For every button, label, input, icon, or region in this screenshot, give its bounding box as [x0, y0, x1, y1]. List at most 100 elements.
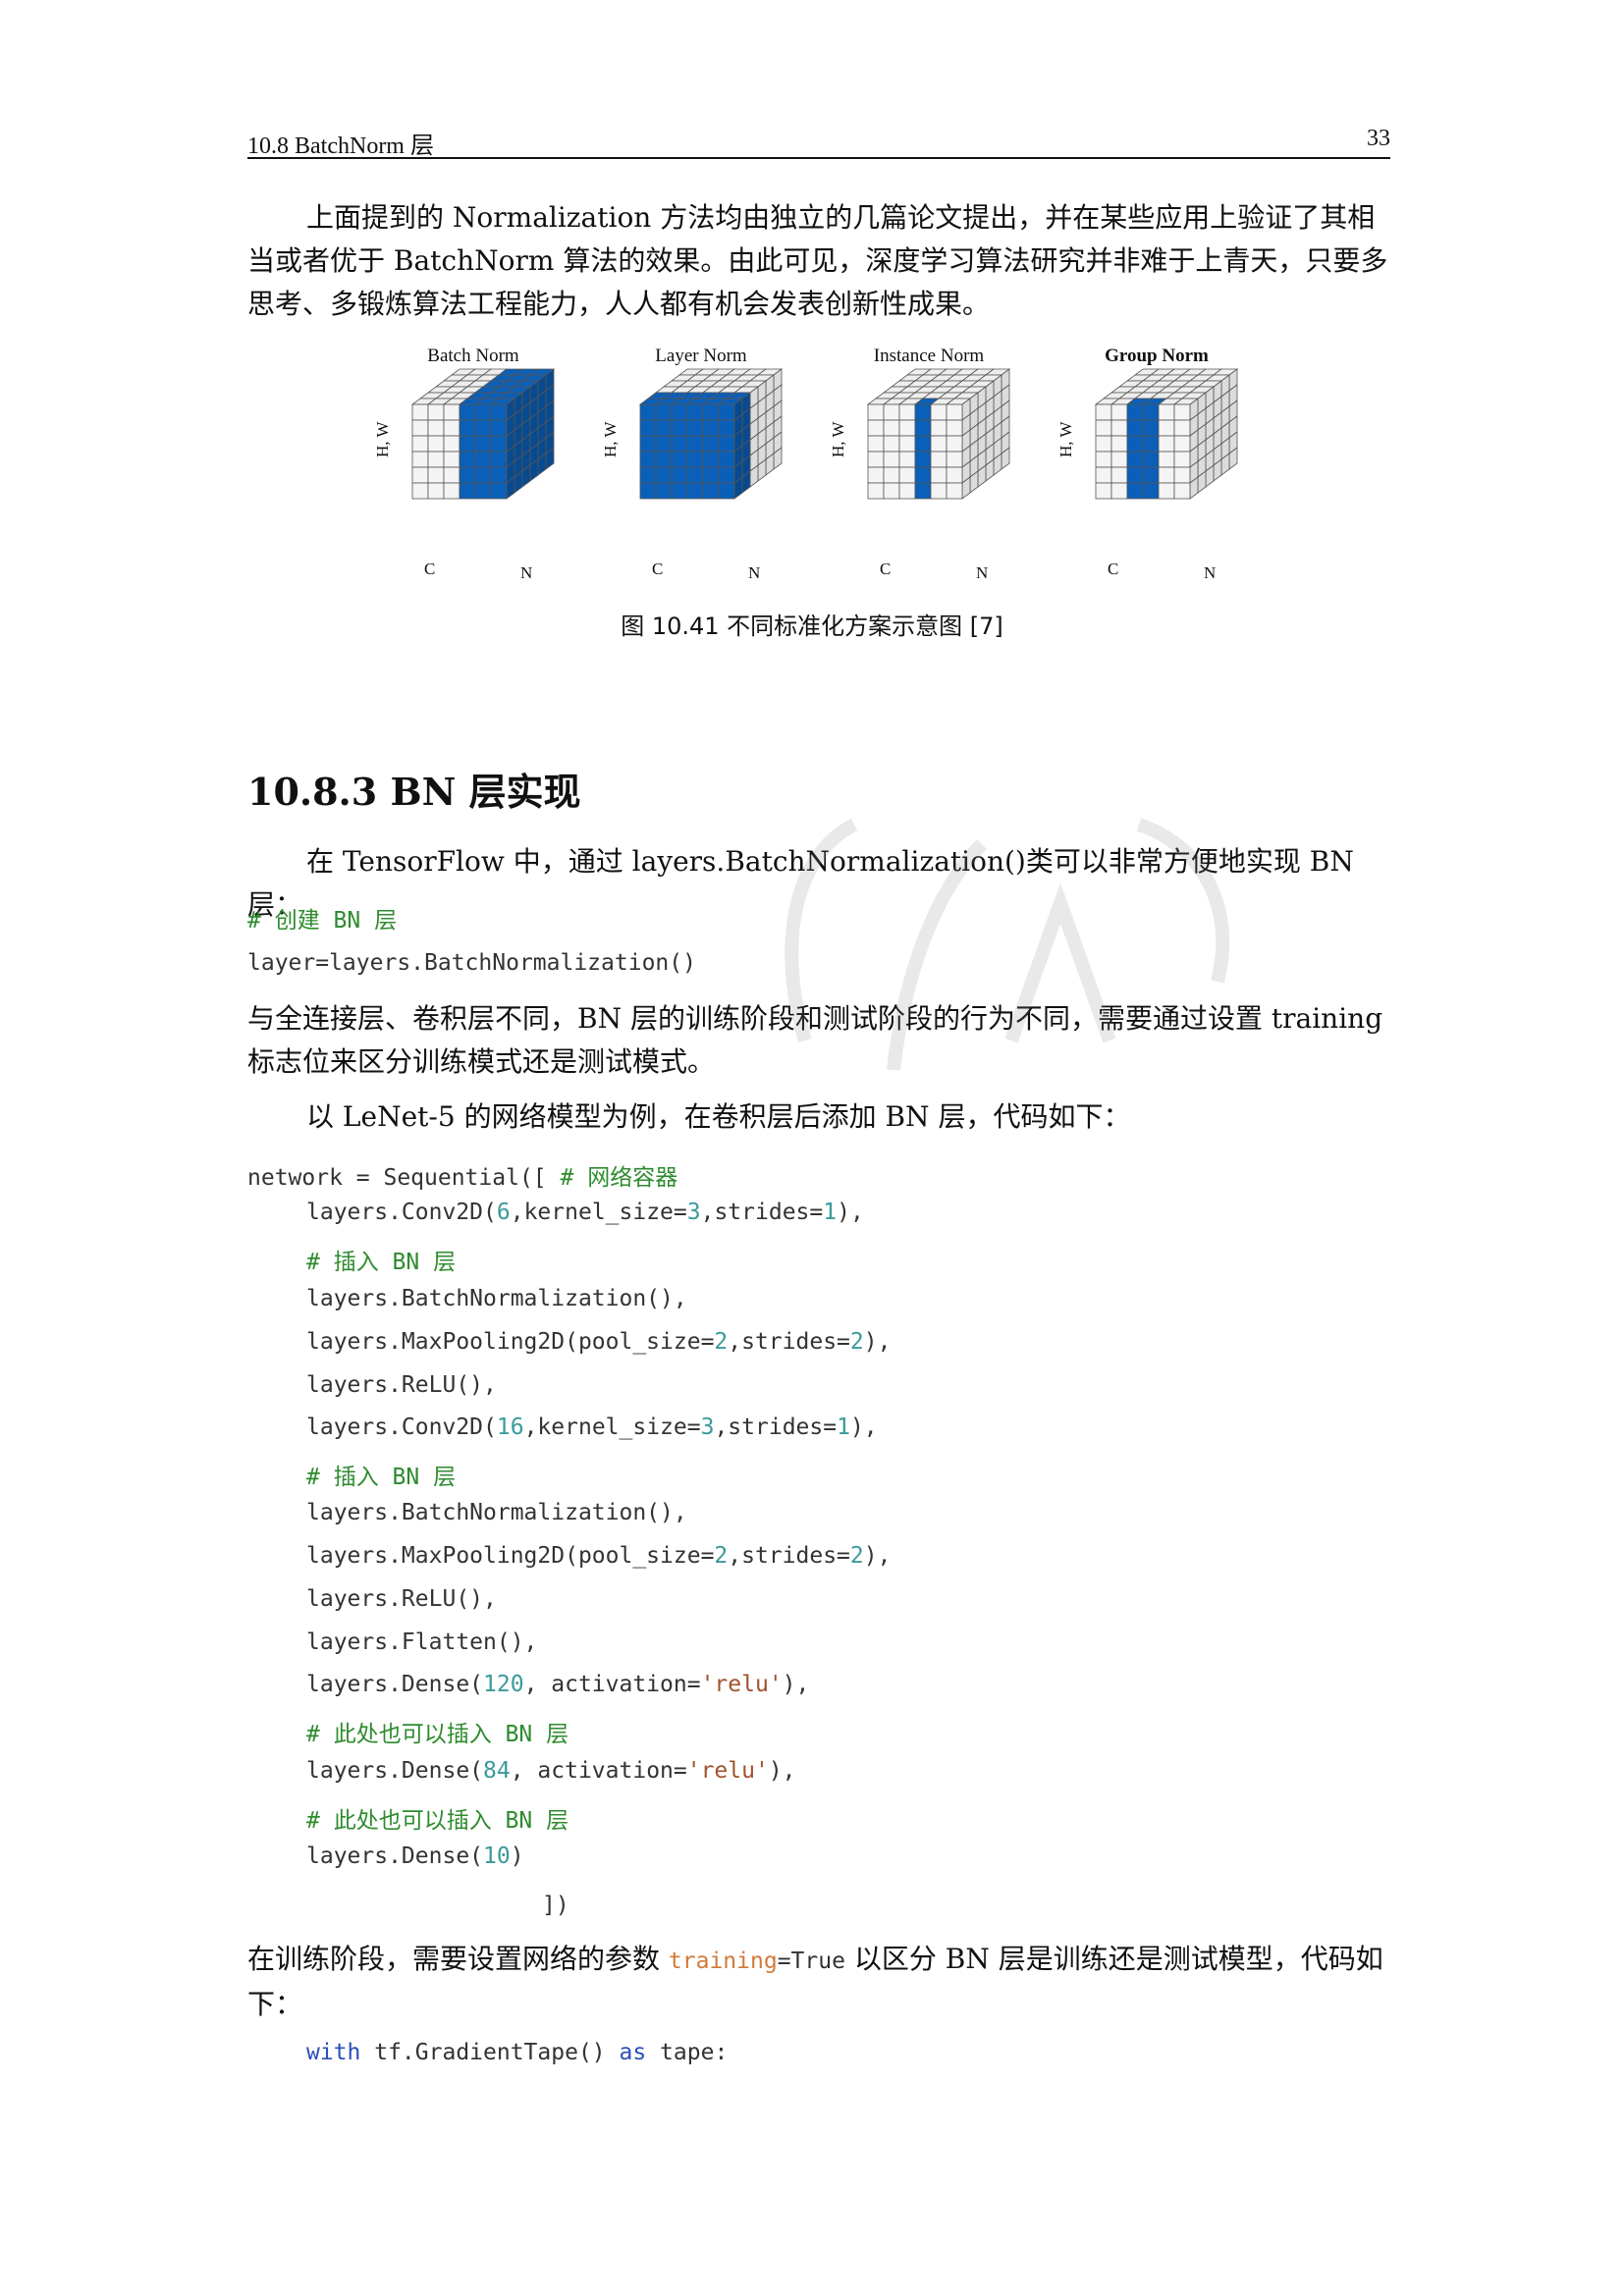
cube-cell	[883, 466, 900, 484]
cube-cell	[702, 451, 720, 468]
cube-cell	[883, 403, 900, 421]
cube-cell	[867, 435, 885, 453]
cube-cell	[914, 435, 932, 453]
cube-cell	[1126, 451, 1144, 468]
code-line: ])	[542, 1893, 569, 1918]
cube-cell	[1126, 403, 1144, 421]
axis-label-c: C	[880, 560, 892, 578]
cube-cell	[1126, 435, 1144, 453]
cube-cell	[898, 403, 916, 421]
cube-cell	[655, 419, 673, 437]
cube-cell	[702, 466, 720, 484]
header-page-number: 33	[1367, 126, 1390, 151]
code-line: layers.Dense(120, activation='relu'),	[306, 1672, 810, 1697]
cube-cell	[946, 466, 963, 484]
code-line: layers.Conv2D(16,kernel_size=3,strides=1…	[306, 1415, 878, 1440]
cube-cell	[867, 403, 885, 421]
cube-cell	[459, 451, 476, 468]
cube-cell	[930, 482, 947, 500]
cube-cell	[1173, 451, 1191, 468]
cube-cell	[639, 403, 657, 421]
cube-cell	[946, 451, 963, 468]
code-line: layers.ReLU(),	[306, 1586, 497, 1612]
tf-paragraph: 在 TensorFlow 中，通过 layers.BatchNormalizat…	[247, 845, 1354, 921]
code-comment: # 插入 BN 层	[306, 1250, 457, 1275]
cube-cell	[671, 435, 688, 453]
cube-cell	[671, 451, 688, 468]
cube-cell	[474, 482, 492, 500]
cube-cell	[411, 482, 429, 500]
cube-cell	[686, 451, 704, 468]
cube-cell	[490, 419, 508, 437]
cube-cell	[639, 466, 657, 484]
cube-cell	[1173, 466, 1191, 484]
cube-cell	[1095, 403, 1112, 421]
cube-cell	[639, 419, 657, 437]
cube-cell	[459, 482, 476, 500]
cube-cell	[443, 451, 460, 468]
cube-title: Batch Norm	[427, 346, 519, 366]
cube-cell	[474, 403, 492, 421]
cube-cell	[490, 451, 508, 468]
cube-cell	[883, 451, 900, 468]
code-comment: # 此处也可以插入 BN 层	[306, 1808, 569, 1834]
cube-cell	[443, 482, 460, 500]
cube-cell	[443, 466, 460, 484]
code-line: layers.BatchNormalization(),	[306, 1286, 687, 1311]
cube-drawing	[866, 368, 1011, 500]
header-section-title: 10.8 BatchNorm 层	[247, 133, 434, 159]
code-gradient-tape: with tf.GradientTape() as tape:	[306, 2040, 729, 2065]
axis-label-n: N	[748, 563, 761, 582]
cube-cell	[411, 419, 429, 437]
cube-cell	[898, 482, 916, 500]
cube-cell	[718, 451, 735, 468]
cube-cell	[1110, 419, 1128, 437]
axis-label-hw: H, W	[829, 421, 847, 457]
code-comment-create-bn: # 创建 BN 层	[247, 908, 398, 934]
cube-cell	[930, 419, 947, 437]
axis-label-hw: H, W	[601, 421, 620, 457]
cube-cell	[930, 403, 947, 421]
cube-cell	[1158, 451, 1175, 468]
cube-cell	[427, 466, 445, 484]
cube-cell	[1095, 482, 1112, 500]
cube-cell	[914, 403, 932, 421]
code-comment: # 插入 BN 层	[306, 1465, 457, 1490]
cube-cell	[1110, 482, 1128, 500]
cube-cell	[883, 435, 900, 453]
cube-cell	[946, 435, 963, 453]
difference-paragraph: 与全连接层、卷积层不同，BN 层的训练阶段和测试阶段的行为不同，需要通过设置 t…	[247, 1002, 1383, 1078]
cube-cell	[655, 403, 673, 421]
cube-cell	[914, 482, 932, 500]
cube-cell	[490, 403, 508, 421]
inline-code-training: training	[668, 1949, 778, 1974]
cube-cell	[671, 466, 688, 484]
cube-cell	[427, 435, 445, 453]
cube-cell	[702, 482, 720, 500]
cube-cell	[427, 451, 445, 468]
code-comment: # 此处也可以插入 BN 层	[306, 1722, 569, 1747]
code-line: layers.Flatten(),	[306, 1629, 538, 1655]
cube-cell	[946, 482, 963, 500]
cube-cell	[411, 435, 429, 453]
cube-cell	[411, 466, 429, 484]
axis-label-n: N	[1204, 563, 1217, 582]
cube-cell	[443, 403, 460, 421]
cube-cell	[1158, 482, 1175, 500]
code-line: layers.MaxPooling2D(pool_size=2,strides=…	[306, 1543, 892, 1569]
cube-cell	[1173, 435, 1191, 453]
cube-cell	[443, 419, 460, 437]
cube-cell	[671, 482, 688, 500]
cube-cell	[686, 466, 704, 484]
cube-cell	[930, 466, 947, 484]
cube-cell	[867, 419, 885, 437]
cube-cell	[898, 419, 916, 437]
cube-cell	[459, 435, 476, 453]
cube-cell	[914, 466, 932, 484]
cube-cell	[655, 482, 673, 500]
axis-label-hw: H, W	[373, 421, 392, 457]
